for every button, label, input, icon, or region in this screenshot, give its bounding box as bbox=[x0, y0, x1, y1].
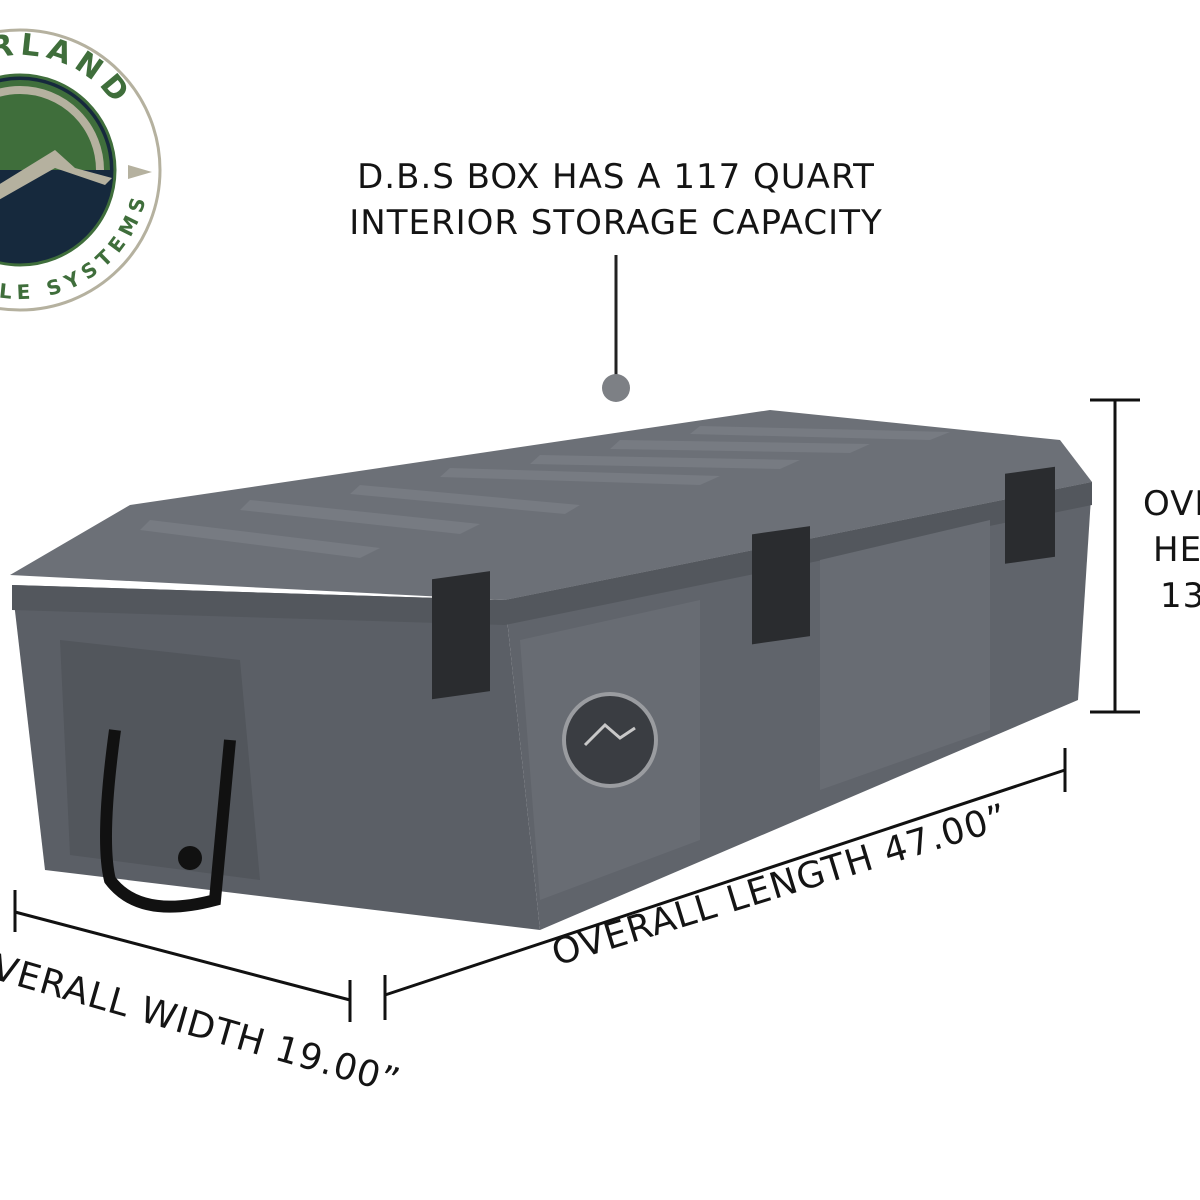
brand-logo: OVERLAND VEHICLE SYSTEMS bbox=[0, 27, 162, 312]
latch-left bbox=[432, 571, 490, 700]
height-label-line3: 13 bbox=[1160, 576, 1200, 616]
capacity-callout-line2: INTERIOR STORAGE CAPACITY bbox=[349, 203, 883, 243]
arrow-icon bbox=[128, 165, 152, 179]
capacity-callout-line1: D.B.S BOX HAS A 117 QUART bbox=[357, 157, 875, 197]
height-label-line1: OVE bbox=[1143, 484, 1200, 524]
dimension-lines bbox=[13, 398, 1140, 1022]
handle-strap bbox=[100, 729, 236, 913]
height-label-line2: HE bbox=[1153, 530, 1200, 570]
badge-logo bbox=[562, 692, 658, 788]
pointer-dot bbox=[602, 374, 630, 402]
width-line bbox=[14, 910, 351, 1002]
length-line bbox=[384, 768, 1066, 997]
dbs-box bbox=[10, 410, 1092, 930]
latch-right bbox=[1005, 466, 1055, 564]
latch-center bbox=[752, 526, 810, 645]
